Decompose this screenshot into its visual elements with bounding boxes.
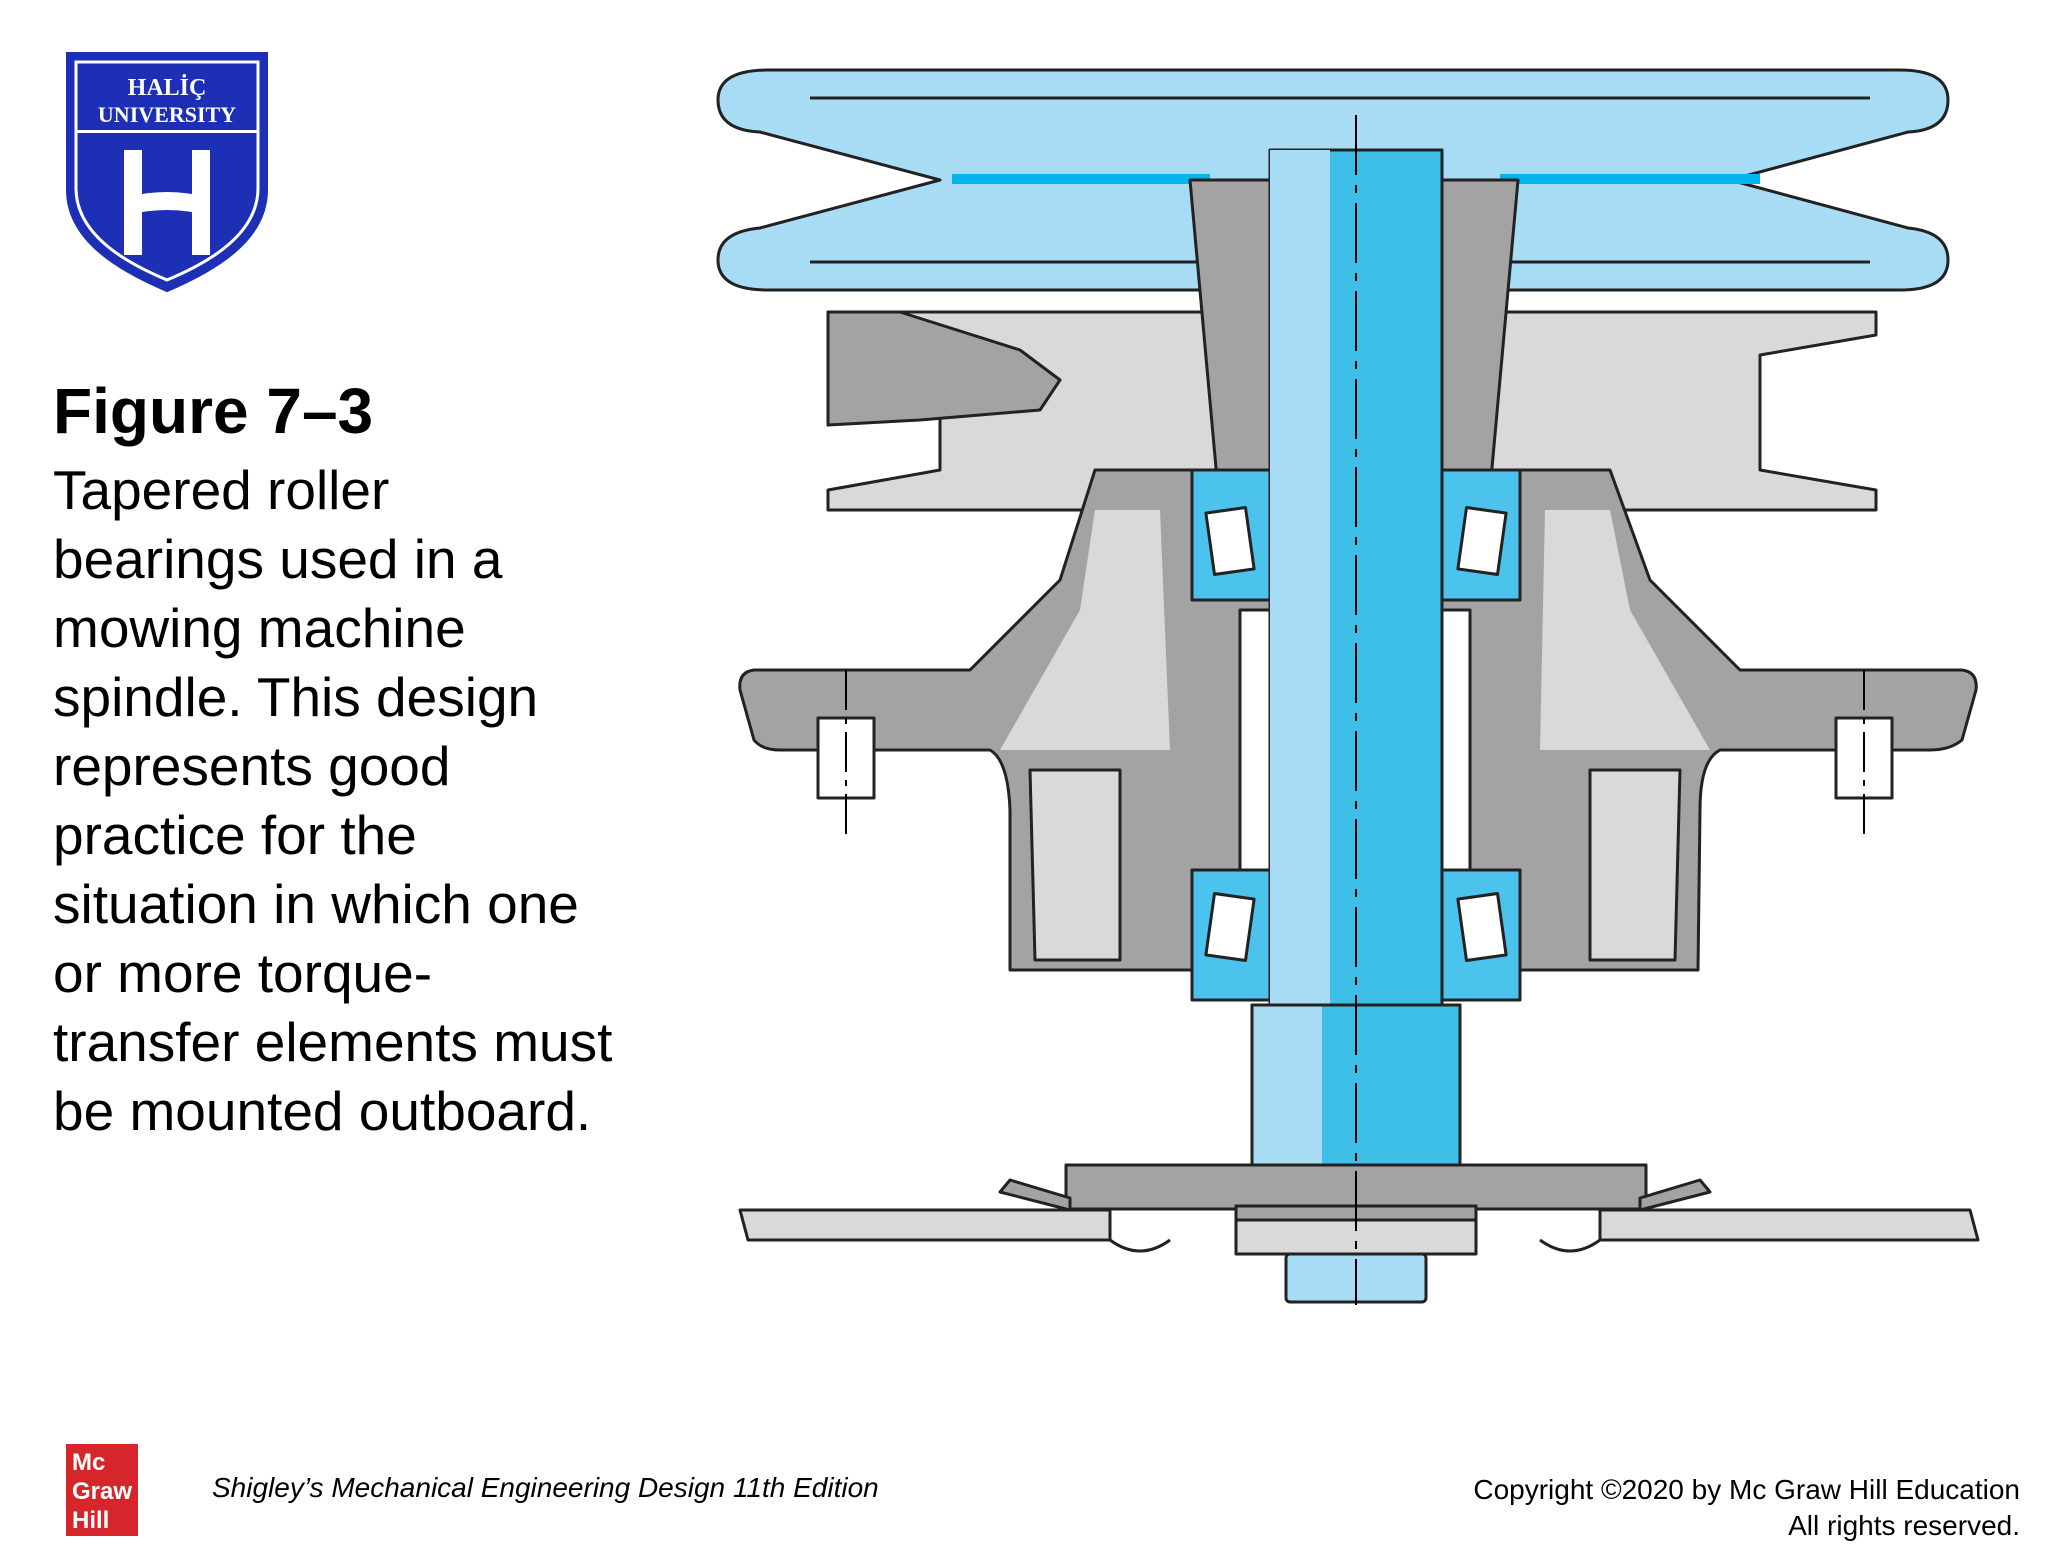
- publisher-logo-line3: Hill: [72, 1507, 110, 1534]
- copyright-line1: Copyright ©2020 by Mc Graw Hill Educatio…: [1473, 1474, 2020, 1505]
- pulley-belt-right: [1500, 174, 1760, 184]
- pulley-belt-left: [952, 174, 1210, 184]
- lower-right-bearing: [1440, 868, 1522, 1002]
- copyright-line2: All rights reserved.: [1788, 1510, 2020, 1541]
- logo-shield: [66, 52, 268, 293]
- figure-title: Figure 7–3: [53, 375, 374, 447]
- upper-left-bearing: [1190, 468, 1272, 602]
- university-logo: HALİÇ UNIVERSITY: [66, 52, 268, 293]
- lower-left-bearing: [1190, 868, 1272, 1002]
- publisher-logo: Mc Graw Hill: [66, 1444, 138, 1536]
- book-title: Shigley’s Mechanical Engineering Design …: [212, 1472, 879, 1503]
- spindle-diagram: [716, 68, 1980, 1305]
- figure-caption: Tapered roller bearings used in a mowing…: [53, 459, 613, 1142]
- logo-line2: UNIVERSITY: [98, 102, 236, 127]
- housing: [738, 468, 1978, 972]
- blade-adapter: [738, 1163, 1980, 1304]
- publisher-logo-line1: Mc: [72, 1449, 106, 1476]
- copyright: Copyright ©2020 by Mc Graw Hill Educatio…: [1473, 1472, 2020, 1544]
- publisher-logo-line2: Graw: [72, 1478, 133, 1505]
- upper-right-bearing: [1440, 468, 1522, 602]
- logo-line1: HALİÇ: [128, 75, 207, 101]
